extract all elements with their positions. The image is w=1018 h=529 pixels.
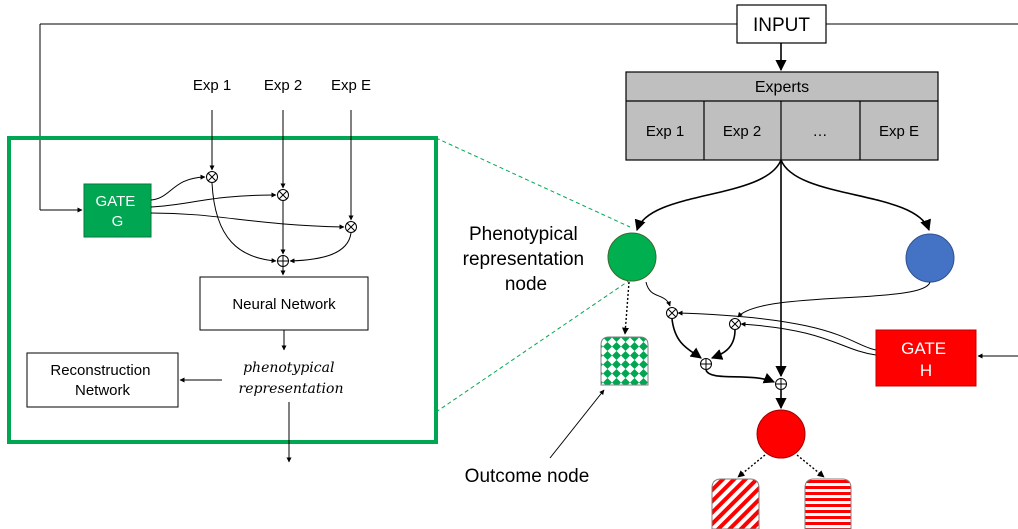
- gate-h-label: GATE H: [901, 339, 951, 380]
- phenotypical-node-label: Phenotypical representation node: [463, 224, 590, 295]
- blue-phenotypical-node: [905, 233, 955, 283]
- left-sum-operator: [277, 255, 289, 267]
- sum-operator-final: [775, 378, 787, 390]
- sum-to-final-sum-arrow: [705, 369, 776, 384]
- experts-to-green-node-arrow: [634, 159, 782, 232]
- sum-operator-left: [700, 358, 712, 370]
- gate-h-to-mult-green-arrow: [677, 310, 877, 351]
- expert-cell-ellipsis: …: [813, 123, 828, 140]
- input-box: [736, 4, 827, 44]
- red-node-to-diag-outcome-arrow: [737, 454, 766, 478]
- experts-to-blue-node-arrow: [780, 159, 931, 232]
- expert-cell-1: Exp 1: [646, 123, 684, 140]
- left-mult-operator-2: [277, 189, 289, 201]
- gate-g-label: GATE G: [96, 193, 140, 230]
- input-label: INPUT: [753, 15, 810, 36]
- blue-node-to-mult-arrow: [737, 281, 931, 318]
- experts-block: Experts Exp 1 Exp 2 … Exp E: [625, 71, 939, 161]
- reconstruction-network-box: [26, 352, 179, 408]
- left-exp-2-label: Exp 2: [264, 77, 302, 94]
- gate-g-to-mult-e: [150, 212, 345, 230]
- green-node-to-outcome-arrow: [621, 281, 630, 335]
- mult-green-to-sum-arrow: [671, 318, 702, 359]
- gate-g-box: [83, 183, 152, 238]
- red-outcome-node: [756, 409, 806, 459]
- neural-network-label: Neural Network: [232, 296, 336, 313]
- red-node-to-horizontal-outcome-arrow: [796, 454, 825, 478]
- mult-operator-blue: [729, 318, 741, 330]
- gate-g-to-mult-2: [150, 192, 277, 208]
- mult-operator-green: [666, 307, 678, 319]
- outcome-node-diamond-pattern: [600, 336, 649, 386]
- phenotypical-representation-text: phenotypical representation: [239, 360, 344, 397]
- green-node-to-mult-arrow: [645, 281, 671, 307]
- outcome-node-horizontal-striped: [804, 478, 852, 529]
- experts-box: [625, 71, 939, 161]
- experts-title: Experts: [755, 79, 809, 96]
- reconstruction-network-label: Reconstruction Network: [50, 362, 154, 399]
- green-phenotypical-node: [607, 232, 657, 282]
- left-mult-1-to-sum: [211, 182, 277, 264]
- left-exp-e-label: Exp E: [331, 77, 371, 94]
- gate-h-box: [875, 329, 977, 387]
- neural-network-box: [199, 276, 369, 331]
- left-exp-1-label: Exp 1: [193, 77, 231, 94]
- left-mult-operator-1: [206, 171, 218, 183]
- gate-h-to-mult-blue-arrow: [740, 321, 877, 356]
- mult-blue-to-sum-arrow: [710, 329, 736, 360]
- left-mult-operator-e: [345, 221, 357, 233]
- expert-cell-2: Exp 2: [723, 123, 761, 140]
- outcome-node-pointer-arrow: [549, 389, 605, 459]
- expert-cell-e: Exp E: [879, 123, 919, 140]
- outcome-node-diagonal-striped: [711, 478, 760, 529]
- gate-g-to-mult-1: [150, 174, 206, 201]
- gated-expert-panel: [7, 136, 438, 444]
- left-mult-e-to-sum: [289, 232, 352, 264]
- outcome-node-label: Outcome node: [465, 466, 590, 487]
- zoom-line-top: [435, 137, 631, 228]
